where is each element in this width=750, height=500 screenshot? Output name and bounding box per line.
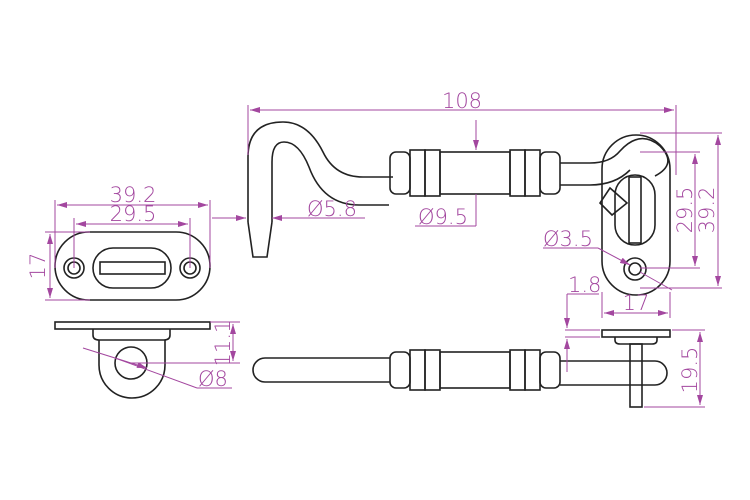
dim-plate-length-left: 39.2	[110, 183, 157, 207]
dimension-lines	[45, 105, 722, 408]
hook-top-view	[247, 121, 671, 296]
dim-eye-depth: 19.5	[678, 347, 702, 394]
dim-screw-hole-diameter: Ø3.5	[543, 227, 593, 251]
dim-plate-length-right: 39.2	[695, 187, 719, 234]
dim-hook-diameter: Ø5.8	[307, 197, 357, 221]
dim-overall-length: 108	[442, 89, 482, 113]
eye-plate-top-view	[54, 231, 211, 301]
dim-eye-diameter: Ø8	[198, 367, 228, 391]
dim-hole-spacing-left: 29.5	[110, 202, 157, 226]
dim-plate-width-left: 17	[26, 253, 50, 280]
dim-handle-diameter: Ø9.5	[418, 205, 468, 229]
dim-plate-width-right: 17	[623, 291, 650, 315]
dim-plate-thickness: 1.8	[568, 273, 601, 297]
eye-plate-side-view	[54, 321, 211, 399]
dim-eye-height: 11.1	[211, 320, 235, 367]
hook-side-view	[252, 329, 671, 408]
dim-hole-spacing-right: 29.5	[673, 187, 697, 234]
